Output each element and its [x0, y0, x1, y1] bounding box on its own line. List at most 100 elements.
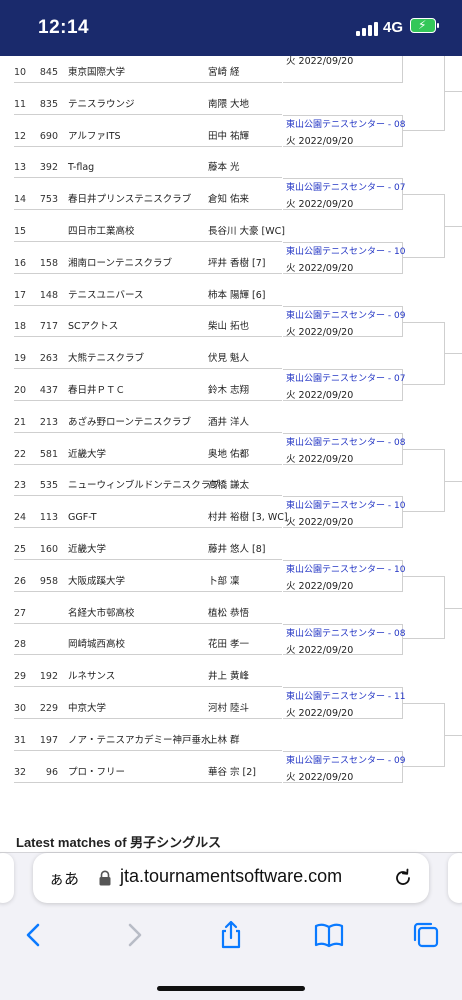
ranking-number: 192 [39, 671, 58, 683]
player-name[interactable]: 柴山 拓也 [208, 321, 250, 333]
draw-position: 24 [14, 512, 27, 524]
ranking-number: 958 [39, 575, 58, 587]
tabs-icon[interactable] [410, 919, 442, 951]
player-name[interactable]: 井上 黄峰 [208, 671, 250, 683]
ranking-number: 717 [39, 321, 58, 333]
cellular-signal-icon [356, 22, 378, 36]
club-name: テニスユニバース [68, 289, 144, 301]
previous-tab-preview[interactable] [0, 853, 14, 903]
player-name[interactable]: 坪井 香樹 [7] [208, 257, 266, 269]
match-court-link[interactable]: 東山公園テニスセンター - 08 [286, 119, 406, 130]
player-name[interactable]: 河村 陸斗 [208, 703, 250, 714]
match-court-link[interactable]: 東山公園テニスセンター - 10 [286, 564, 406, 575]
player-name[interactable]: 花田 孝一 [208, 639, 250, 651]
address-bar[interactable]: ぁあ jta.tournamentsoftware.com [33, 853, 429, 903]
player-name[interactable]: 村井 裕樹 [3, WC] [208, 512, 288, 524]
player-name[interactable]: 藤井 悠人 [8] [208, 544, 266, 555]
match-court-link[interactable]: 東山公園テニスセンター - 11 [286, 692, 406, 703]
back-icon[interactable] [18, 919, 50, 951]
draw-position: 27 [14, 607, 27, 619]
player-name[interactable]: 高橋 謙太 [208, 480, 250, 492]
player-name[interactable]: 酒井 洋人 [208, 416, 250, 428]
match-bracket [283, 623, 403, 656]
club-name: ニューウィンブルドンテニスクラブ [68, 480, 220, 492]
match-court-link[interactable]: 東山公園テニスセンター - 07 [286, 374, 406, 385]
player-name[interactable]: 伏見 魁人 [208, 353, 250, 365]
lock-icon [99, 870, 111, 886]
match-date: 火 2022/09/20 [286, 135, 354, 147]
player-name[interactable]: 宮崎 経 [208, 67, 240, 78]
match-bracket [283, 687, 403, 719]
ranking-number: 160 [39, 544, 58, 555]
draw-position: 23 [14, 480, 27, 492]
ranking-number: 690 [39, 130, 58, 142]
player-name[interactable]: 南隈 大地 [208, 98, 250, 110]
player-name[interactable]: 華谷 宗 [2] [208, 766, 256, 778]
player-name[interactable]: 上林 群 [208, 734, 240, 746]
match-court-link[interactable]: 東山公園テニスセンター - 09 [286, 755, 406, 766]
draw-position: 16 [14, 257, 27, 269]
ranking-number: 148 [39, 289, 58, 301]
player-name[interactable]: 長谷川 大豪 [WC] [208, 226, 285, 237]
share-icon[interactable] [215, 919, 247, 951]
reload-icon[interactable] [392, 867, 414, 889]
match-date: 火 2022/09/20 [286, 708, 354, 720]
draw-position: 19 [14, 353, 27, 365]
match-court-link[interactable]: 東山公園テニスセンター - 08 [286, 628, 406, 639]
club-name: 大阪成蹊大学 [68, 575, 126, 587]
match-bracket [283, 56, 403, 83]
club-name: 近畿大学 [68, 544, 107, 555]
next-tab-preview[interactable] [448, 853, 462, 903]
draw-position: 28 [14, 639, 27, 651]
match-court-link[interactable]: 東山公園テニスセンター - 08 [286, 437, 406, 448]
match-court-link[interactable]: 東山公園テニスセンター - 09 [286, 310, 406, 321]
match-bracket [283, 750, 403, 783]
ranking-number: 753 [39, 194, 58, 206]
draw-position: 12 [14, 130, 27, 142]
bracket-connector [445, 734, 462, 736]
player-name[interactable]: 鈴木 志翔 [208, 385, 250, 396]
club-name: 近畿大学 [68, 448, 107, 460]
match-court-link[interactable]: 東山公園テニスセンター - 07 [286, 183, 406, 194]
club-name: GGF-T [68, 512, 97, 524]
draw-row: 28 岡崎城西高校 花田 孝一 [14, 629, 282, 656]
club-name: 岡崎城西高校 [68, 639, 126, 651]
bookmarks-icon[interactable] [313, 919, 345, 951]
club-name: 春日井プリンステニスクラブ [68, 194, 192, 206]
page-settings-button[interactable]: ぁあ [49, 870, 80, 888]
player-name[interactable]: 藤本 光 [208, 162, 240, 174]
match-date: 火 2022/09/20 [286, 580, 354, 592]
forward-icon[interactable] [118, 919, 150, 951]
match-bracket [283, 114, 403, 147]
bracket-connector [403, 448, 445, 513]
match-date: 火 2022/09/20 [286, 199, 354, 211]
draw-position: 26 [14, 575, 27, 587]
match-date: 火 2022/09/20 [286, 644, 354, 656]
draw-position: 15 [14, 226, 27, 237]
player-name[interactable]: 田中 祐輝 [208, 130, 250, 142]
draw-position: 10 [14, 67, 27, 78]
bracket-connector [403, 703, 445, 767]
draw-position: 14 [14, 194, 27, 206]
draw-position: 29 [14, 671, 27, 683]
player-name[interactable]: 柿本 陽輝 [6] [208, 289, 266, 301]
club-name: 東京国際大学 [68, 67, 126, 78]
url-text: jta.tournamentsoftware.com [120, 866, 343, 886]
club-name: ルネサンス [68, 671, 116, 683]
draw-position: 21 [14, 416, 27, 428]
player-name[interactable]: 植松 恭悟 [208, 607, 250, 619]
player-name[interactable]: 奥地 佑都 [208, 448, 250, 460]
club-name: 大熊テニスクラブ [68, 353, 145, 365]
match-bracket [283, 496, 403, 529]
player-name[interactable]: 倉知 佑来 [208, 194, 250, 206]
network-type: 4G [383, 19, 404, 36]
match-court-link[interactable]: 東山公園テニスセンター - 10 [286, 246, 406, 257]
draw-row: 14 753 春日井プリンステニスクラブ 倉知 佑来 [14, 184, 282, 211]
match-date: 火 2022/09/20 [286, 390, 354, 402]
match-date: 火 2022/09/20 [286, 262, 354, 274]
player-name[interactable]: 卜部 凜 [208, 575, 240, 587]
match-court-link[interactable]: 東山公園テニスセンター - 10 [286, 501, 406, 512]
